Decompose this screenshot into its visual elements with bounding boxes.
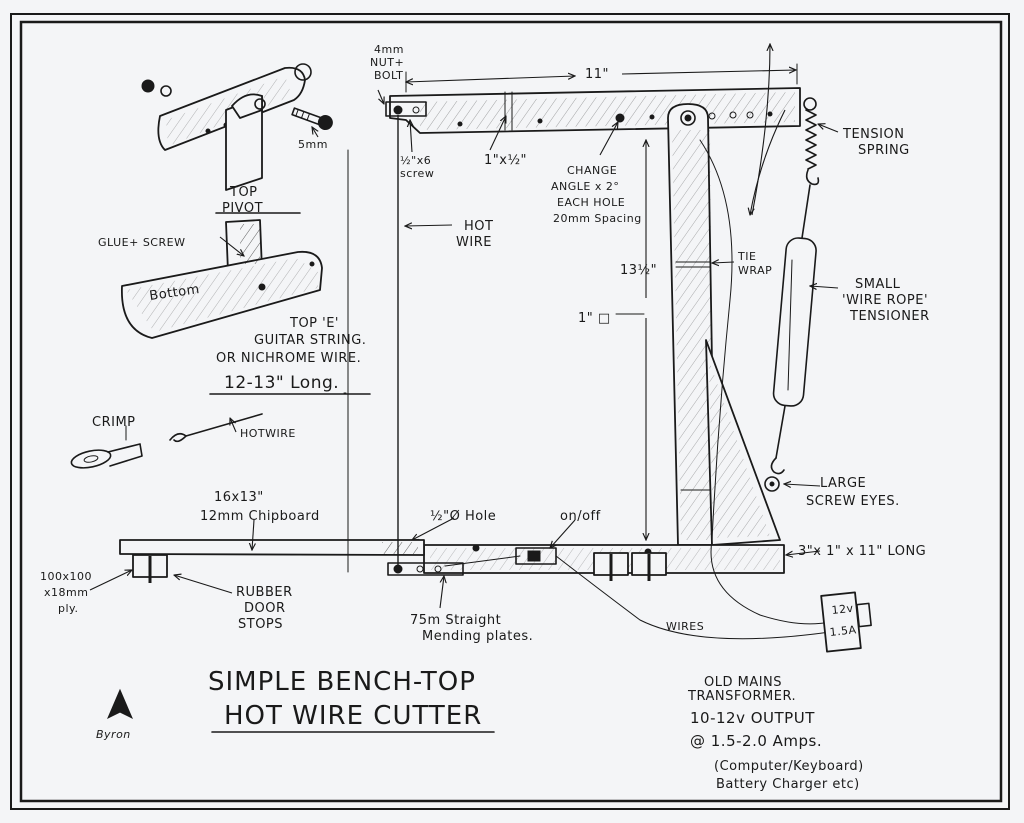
- power-wires: [444, 139, 831, 640]
- transformer-volts: 12v: [831, 602, 854, 617]
- ply-label-3: ply.: [58, 602, 78, 615]
- transformer-6: Battery Charger etc): [716, 777, 860, 792]
- title-line-2: HOT WIRE CUTTER: [224, 701, 482, 731]
- crimp-label: CRIMP: [92, 415, 136, 430]
- signature-text: Byron: [96, 728, 131, 741]
- chipboard-base: [119, 539, 425, 556]
- on-off-label: on/off: [560, 509, 601, 524]
- dim-11-label: 11": [585, 67, 609, 82]
- tie-wrap-1: TIE: [737, 250, 756, 263]
- door-stops-1: RUBBER: [236, 585, 293, 600]
- one-inch-square-label: 1" □: [578, 311, 611, 326]
- top-pivot-2: PIVOT: [222, 201, 263, 216]
- leader-arrows: [89, 89, 839, 609]
- change-angle-4: 20mm Spacing: [553, 212, 642, 225]
- transformer-2: TRANSFORMER.: [687, 689, 796, 704]
- wire-spec-1: TOP 'E': [289, 316, 339, 331]
- signature-mark: [107, 688, 133, 720]
- mending-plates-1: 75m Straight: [410, 613, 501, 628]
- ply-label-1: 100x100: [40, 570, 92, 583]
- transformer-5: (Computer/Keyboard): [714, 759, 864, 774]
- cutter-assembly: [119, 87, 872, 653]
- transformer: [820, 591, 872, 653]
- change-angle-1: CHANGE: [567, 164, 617, 177]
- top-pivot-1: TOP: [229, 185, 258, 200]
- wire-spec-2: GUITAR STRING.: [254, 333, 366, 348]
- nut-bolt-label-3: BOLT: [374, 69, 403, 82]
- dimensions: [347, 44, 798, 573]
- dim-13-half-label: 13½": [620, 263, 657, 278]
- nut-bolt-label-1: 4mm: [374, 43, 404, 56]
- sheet-border: [10, 13, 1010, 810]
- change-angle-2: ANGLE x 2°: [551, 180, 619, 193]
- hot-wire-label-2: WIRE: [456, 235, 492, 250]
- wire-spec-3: OR NICHROME WIRE.: [216, 351, 361, 366]
- top-arm: [389, 87, 801, 134]
- hotwire-small-label: HOTWIRE: [240, 427, 296, 440]
- transformer-4: @ 1.5-2.0 Amps.: [690, 732, 822, 750]
- large-screw-eyes-2: SCREW EYES.: [806, 494, 900, 509]
- wire-length-label: 12-13" Long.: [224, 373, 339, 393]
- pivot-detail: [121, 63, 333, 339]
- small-tensioner-3: TENSIONER: [849, 309, 930, 324]
- ply-label-2: x18mm: [44, 586, 88, 599]
- small-tensioner-1: SMALL: [855, 277, 901, 292]
- large-screw-eyes-1: LARGE: [820, 476, 866, 491]
- door-stops-3: STOPS: [238, 617, 283, 632]
- title-line-1: SIMPLE BENCH-TOP: [208, 667, 476, 697]
- wires-label: WIRES: [666, 620, 704, 633]
- tension-spring-1: TENSION: [842, 127, 904, 142]
- five-mm-label: 5mm: [298, 138, 328, 151]
- small-tensioner-2: 'WIRE ROPE': [842, 293, 928, 308]
- glue-screw-label: GLUE+ SCREW: [98, 236, 185, 249]
- tension-spring-2: SPRING: [858, 143, 910, 158]
- tie-wrap-2: WRAP: [738, 264, 772, 277]
- bottom-label: Bottom: [148, 282, 200, 304]
- chipboard-size-label: 16x13": [214, 490, 264, 505]
- dim-1x-half-label: 1"x½": [484, 153, 527, 168]
- nut-bolt-label-2: NUT+: [370, 56, 404, 69]
- door-stops-2: DOOR: [244, 601, 286, 616]
- hole-label: ½"Ø Hole: [430, 509, 496, 524]
- vertical-post: [667, 103, 716, 546]
- screw-label-1: ½"x6: [400, 154, 431, 167]
- crimp-detail: [70, 413, 263, 469]
- transformer-1: OLD MAINS: [704, 675, 782, 690]
- mending-plates-2: Mending plates.: [422, 629, 533, 644]
- chipboard-type-label: 12mm Chipboard: [200, 509, 320, 524]
- screw-label-2: screw: [400, 167, 434, 180]
- hot-wire-label-1: HOT: [464, 219, 493, 234]
- transformer-3: 10-12v OUTPUT: [690, 709, 815, 727]
- change-angle-3: EACH HOLE: [557, 196, 625, 209]
- rubber-door-stops: [132, 552, 667, 583]
- transformer-amps: 1.5A: [829, 623, 857, 639]
- tensioner-assembly: [764, 97, 820, 492]
- base-piece-label: 3"x 1" x 11" LONG: [798, 544, 926, 559]
